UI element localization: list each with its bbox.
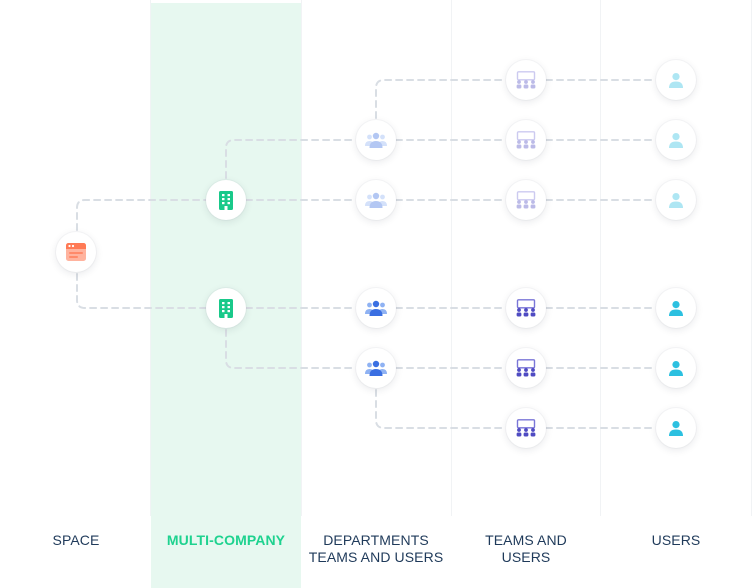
column-divider — [600, 0, 601, 516]
connector — [76, 199, 207, 253]
department-node — [356, 120, 396, 160]
column-label-multi-company: MULTI-COMPANY — [166, 532, 286, 548]
column-divider — [301, 0, 302, 516]
connector — [225, 307, 357, 369]
office-building-icon — [219, 299, 233, 318]
user-icon — [669, 361, 683, 376]
connector — [375, 367, 507, 429]
column-divider — [451, 0, 452, 516]
user-group-icon — [365, 132, 387, 148]
company-node — [206, 180, 246, 220]
company-node — [206, 288, 246, 328]
column-divider — [150, 0, 151, 516]
user-node — [656, 408, 696, 448]
space-node — [56, 232, 96, 272]
team-board-icon — [516, 359, 536, 377]
team-node — [506, 348, 546, 388]
user-group-icon — [365, 360, 387, 376]
team-node — [506, 288, 546, 328]
department-node — [356, 180, 396, 220]
connector — [76, 251, 207, 309]
team-board-icon — [516, 191, 536, 209]
user-node — [656, 348, 696, 388]
department-node — [356, 348, 396, 388]
team-board-icon — [516, 419, 536, 437]
connector — [375, 79, 507, 141]
connector — [225, 139, 357, 201]
user-node — [656, 60, 696, 100]
team-board-icon — [516, 299, 536, 317]
department-node — [356, 288, 396, 328]
team-node — [506, 120, 546, 160]
user-group-icon — [365, 192, 387, 208]
user-node — [656, 120, 696, 160]
office-building-icon — [219, 191, 233, 210]
column-label-teams: TEAMS AND USERS — [485, 532, 567, 565]
column-label-space: SPACE — [52, 532, 100, 548]
team-board-icon — [516, 71, 536, 89]
team-node — [506, 408, 546, 448]
user-group-icon — [365, 300, 387, 316]
column-label-departments: DEPARTMENTS TEAMS AND USERS — [308, 532, 444, 565]
team-node — [506, 180, 546, 220]
user-icon — [669, 133, 683, 148]
team-board-icon — [516, 131, 536, 149]
user-icon — [669, 421, 683, 436]
team-node — [506, 60, 546, 100]
user-node — [656, 288, 696, 328]
browser-window-icon — [66, 243, 86, 261]
user-icon — [669, 301, 683, 316]
user-node — [656, 180, 696, 220]
user-icon — [669, 73, 683, 88]
user-icon — [669, 193, 683, 208]
column-label-users: USERS — [651, 532, 701, 548]
